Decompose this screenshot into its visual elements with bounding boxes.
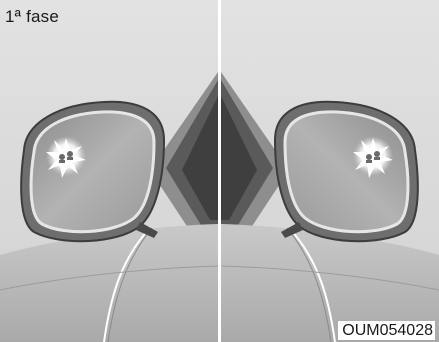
left-mirror-panel [0,0,218,342]
right-mirror-illustration [221,0,439,342]
right-mirror-panel [221,0,439,342]
left-mirror-illustration [0,0,218,342]
stage-label: 1ª fase [5,7,59,27]
image-code: OUM054028 [338,321,435,340]
